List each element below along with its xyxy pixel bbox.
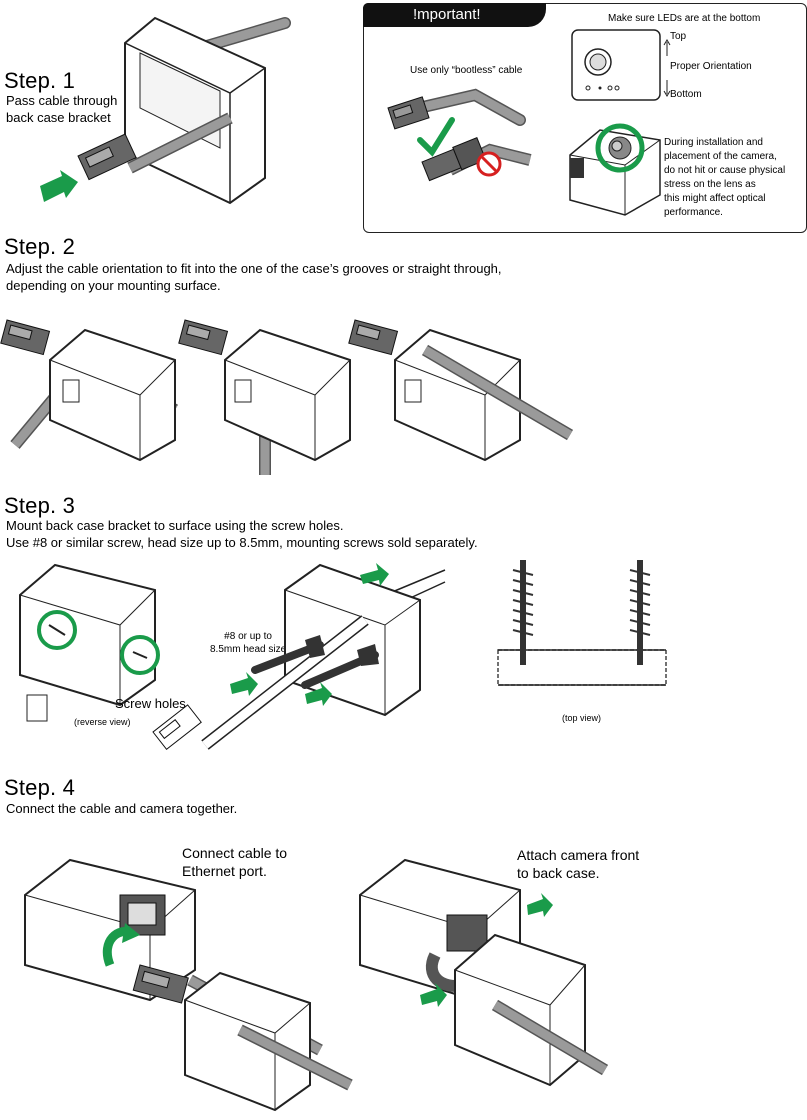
lens-note: During installation and placement of the… [664, 137, 786, 218]
screw-holes-label: Screw holes [115, 696, 186, 711]
step4-title: Step. 4 [4, 775, 76, 800]
attach-label: Attach camera front to back case. [517, 847, 640, 881]
step1-title: Step. 1 [4, 68, 76, 93]
step2-title: Step. 2 [4, 234, 76, 259]
step2-groove-down-illustration [178, 319, 351, 475]
connect-label: Connect cable to Ethernet port. [182, 845, 288, 879]
bootless-note: Use only “bootless” cable [410, 65, 523, 76]
step3-mounting-illustration [152, 563, 446, 751]
important-title: !mportant! [413, 6, 481, 23]
screw-size-label: #8 or up to 8.5mm head size [210, 631, 287, 655]
step3-desc: Mount back case bracket to surface using… [6, 518, 478, 550]
step2-straight-illustration [348, 319, 574, 462]
step4-attach-illustration [359, 858, 609, 1087]
step4-connect-illustration [24, 858, 353, 1112]
orientation-label: Proper Orientation [670, 61, 752, 72]
camera-lens-illustration [569, 123, 661, 216]
led-note: Make sure LEDs are at the bottom [608, 13, 761, 24]
important-tab: !mportant! [363, 3, 546, 27]
orientation-bottom: Bottom [670, 89, 702, 100]
reverse-view-label: (reverse view) [74, 717, 131, 727]
step1-desc: Pass cable through back case bracket [6, 93, 118, 125]
orientation-top: Top [670, 31, 687, 42]
step3-top-view-illustration [497, 560, 667, 686]
no-boot-icon [476, 151, 502, 177]
step1-bracket-illustration [40, 16, 291, 205]
step2-desc: Adjust the cable orientation to fit into… [6, 261, 502, 293]
step2-groove-left-illustration [0, 319, 178, 462]
step4-desc: Connect the cable and camera together. [6, 801, 238, 816]
step3-title: Step. 3 [4, 493, 76, 518]
camera-front-illustration [571, 29, 661, 101]
orientation-arrows [663, 39, 671, 97]
bootless-cable-illustration [387, 88, 532, 182]
step3-reverse-view-illustration [19, 563, 160, 722]
top-view-label: (top view) [562, 713, 602, 723]
